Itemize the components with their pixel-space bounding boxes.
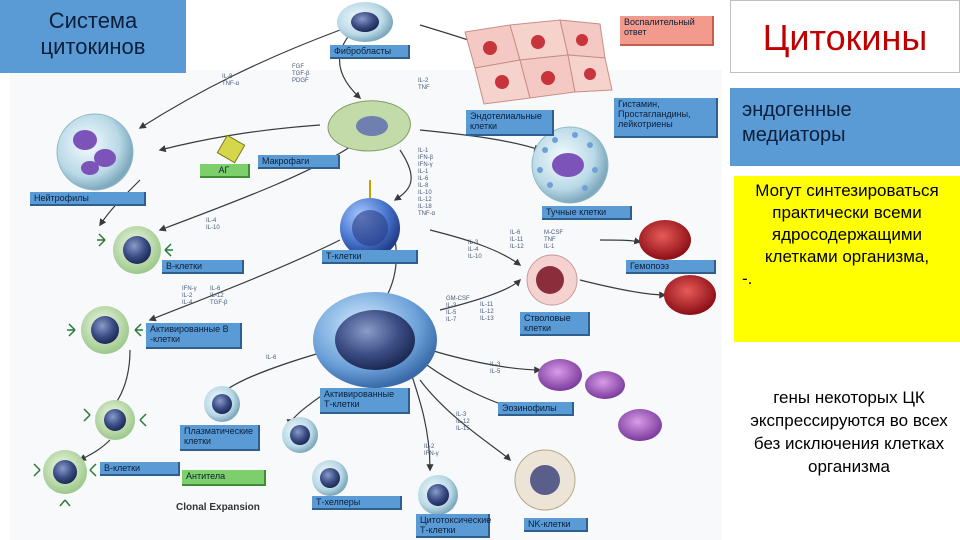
cytokine-b-list: IFN-γ IL-2 IL-4	[182, 286, 197, 306]
antibody-icons	[33, 233, 173, 507]
cytokine-mast-list2: IL-6 IL-11 IL-12	[510, 230, 524, 250]
label-activated-b: Активированные В -клетки	[146, 323, 242, 349]
label-nk-cells: NK-клетки	[524, 518, 588, 532]
cytokine-stem-list2: IL-11 IL-12 IL-13	[480, 302, 494, 322]
neutrophil-cell	[56, 113, 134, 191]
cytokine-il2-ifn: IL-2 IFN-γ	[424, 444, 439, 457]
label-activated-t: Активированные Т-клетки	[320, 388, 410, 414]
label-antibodies: Антитела	[182, 470, 266, 486]
label-plasma-cells: Плазматические клетки	[180, 425, 260, 451]
label-b-cells-bottom: В-клетки	[100, 462, 180, 476]
main-title: Цитокины	[730, 0, 960, 73]
cytokine-il6: IL-6	[266, 355, 277, 361]
genes-panel: гены некоторых ЦК экспрессируются во все…	[750, 388, 948, 476]
antigen-icon	[216, 134, 246, 164]
label-b-cells-top: В-клетки	[162, 260, 244, 274]
label-t-cells: Т-клетки	[322, 250, 418, 264]
eosinophil-2	[585, 371, 625, 399]
cytokine-macro-list: IL-1 IFN-β IFN-γ IL-1 IL-6 IL-8 IL-10 IL…	[418, 148, 436, 217]
label-endothelial: Эндотелиальные клетки	[466, 110, 554, 136]
cytokine-act-t-list: IL-3 IL-12 IL-15	[456, 412, 470, 432]
eosinophil-1	[538, 359, 582, 391]
label-macrophages: Макрофаги	[258, 155, 340, 169]
cytokine-mast-list: IL-3 IL-4 IL-10	[468, 240, 482, 260]
rbc-bottom	[664, 275, 716, 315]
cytokine-b-list2: IL-6 IL-12 TGF-β	[210, 286, 228, 306]
label-clonal-expansion: Clonal Expansion	[176, 502, 260, 513]
epithelial-cells	[464, 19, 613, 105]
eosinophil-3	[618, 409, 662, 441]
label-ag: АГ	[200, 164, 250, 178]
cytokine-fibro-factors: FGF TGF-β PDGF	[292, 64, 310, 84]
system-title: Система цитокинов	[0, 0, 186, 73]
label-cytotoxic-t: Цитотоксические Т-клетки	[416, 514, 491, 538]
label-stem-cells: Стволовые клетки	[520, 312, 590, 336]
cytokine-mcsf: M-CSF TNF IL-1	[544, 230, 563, 250]
synthesis-panel: Могут синтезироваться практически всеми …	[734, 176, 960, 342]
label-neutrophils: Нейтрофилы	[30, 192, 146, 206]
label-fibroblasts: Фибробласты	[330, 45, 410, 59]
label-inflammatory: Воспалительный ответ	[620, 16, 714, 46]
cytokine-il2-tnf: IL-2 TNF	[418, 78, 430, 91]
label-hematopoiesis: Гемопоэз	[626, 260, 716, 274]
cytokine-stem-list: GM-CSF IL-3 IL-5 IL-7	[446, 296, 470, 323]
label-mast-cells: Тучные клетки	[542, 206, 632, 220]
cytokine-il4-il10: IL-4 IL-10	[206, 218, 220, 231]
cytokine-il8-tnf: IL-8 TNF-α	[222, 74, 240, 87]
rbc-top	[639, 220, 691, 260]
synthesis-trailer: -.	[742, 269, 753, 288]
label-eosinophils: Эозинофилы	[498, 402, 574, 416]
label-t-helpers: Т-хелперы	[312, 496, 402, 510]
label-histamine: Гистамин, Простагландины, лейкотриены	[614, 98, 718, 138]
endogenous-panel: эндогенные медиаторы	[730, 88, 960, 166]
synthesis-text: Могут синтезироваться практически всеми …	[755, 181, 939, 266]
cytokine-il3-il5: IL-3 IL-5	[490, 362, 501, 375]
